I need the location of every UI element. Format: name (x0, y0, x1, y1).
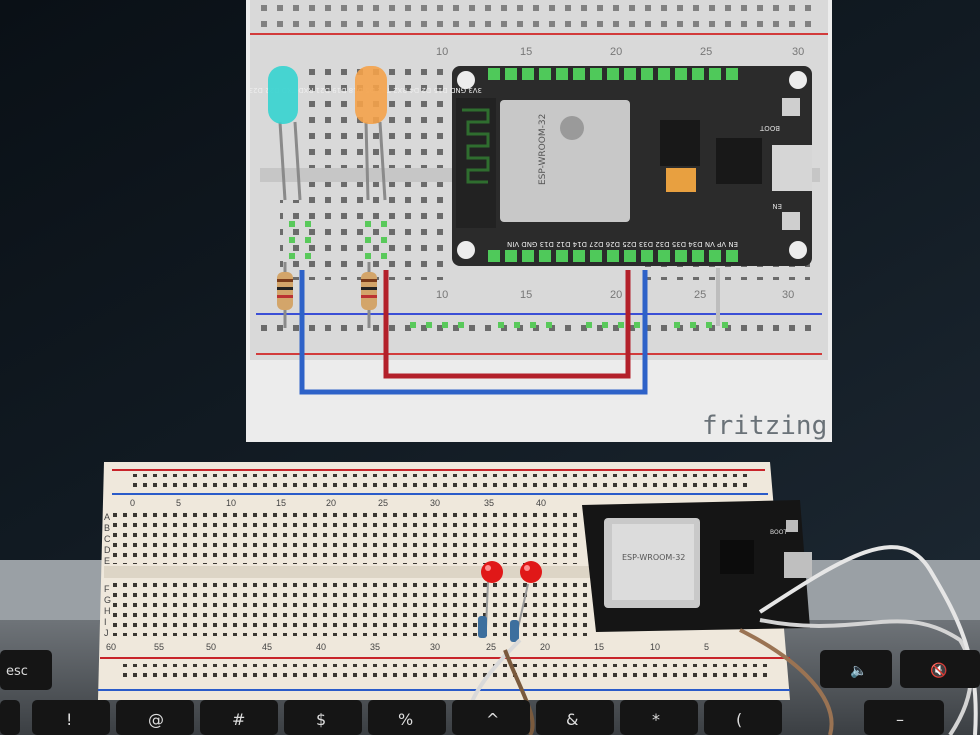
key-8[interactable] (620, 700, 698, 735)
physical-hole-grid-bottom (112, 582, 592, 636)
physical-wire-brown-long (739, 628, 834, 735)
physical-number: 40 (316, 642, 326, 652)
physical-row-letter: F (104, 584, 110, 594)
key-volume-down[interactable] (820, 650, 892, 688)
key-label: – (896, 710, 904, 729)
fritzing-boot-label: BOOT (759, 124, 780, 132)
fritzing-led-blue (268, 66, 302, 201)
physical-resistor-2 (510, 620, 519, 642)
physical-number: 15 (594, 642, 604, 652)
physical-number: 55 (154, 642, 164, 652)
key-esc[interactable] (0, 650, 52, 690)
physical-row-letter: H (104, 606, 111, 616)
key-label: ( (736, 710, 742, 729)
fritzing-en-label: EN (772, 202, 782, 210)
physical-resistor-1 (478, 616, 487, 638)
fritzing-number: 10 (436, 46, 448, 58)
mute-icon: 🔇 (930, 662, 947, 679)
fritzing-number: 15 (520, 46, 532, 58)
fritzing-boot-button (782, 98, 800, 116)
volume-icon: 🔈 (850, 663, 867, 679)
keyboard: esc ! @ # $ % ^ & * ( – 🔈 🔇 (0, 650, 980, 735)
physical-led-2 (517, 561, 542, 629)
physical-number: 10 (226, 498, 236, 508)
physical-number: 5 (176, 498, 181, 508)
physical-wire-white-long (759, 618, 973, 735)
key-label: @ (148, 710, 164, 729)
key-minus[interactable] (864, 700, 944, 735)
fritzing-red-wire (383, 270, 631, 379)
key-label: ^ (486, 710, 499, 729)
fritzing-usb-port (772, 145, 812, 191)
physical-number: 5 (704, 642, 709, 652)
physical-module-label: ESP-WROOM-32 (622, 553, 685, 562)
physical-usb-port (784, 552, 812, 578)
fritzing-number: 10 (436, 289, 448, 301)
physical-number: 30 (430, 498, 440, 508)
physical-number: 10 (650, 642, 660, 652)
physical-number: 35 (370, 642, 380, 652)
key-3[interactable] (200, 700, 278, 735)
key-mute[interactable] (900, 650, 980, 688)
physical-boot-label: BOOT (770, 529, 787, 536)
physical-row-letter: J (104, 628, 109, 638)
physical-esp32-board: ESP-WROOM-32 BOOT (582, 500, 812, 632)
key-5[interactable] (368, 700, 446, 735)
key-1[interactable] (32, 700, 110, 735)
key-label: & (566, 710, 578, 729)
physical-row-letter: G (104, 595, 111, 605)
fritzing-blue-wire (299, 270, 648, 395)
key-label: # (232, 710, 245, 729)
fritzing-bottom-pin-labels: EN VP VN D34 D35 D32 D33 D25 D26 D27 D14… (507, 240, 738, 248)
fritzing-resistor-1 (277, 262, 293, 328)
key-label: ! (66, 710, 72, 729)
physical-number: 35 (484, 498, 494, 508)
fritzing-led-orange (355, 66, 387, 201)
fritzing-number: 15 (520, 289, 532, 301)
key-label: $ (316, 710, 326, 729)
physical-number: 60 (106, 642, 116, 652)
key-6[interactable] (452, 700, 530, 735)
key-7[interactable] (536, 700, 614, 735)
physical-row-letter: A (104, 512, 110, 522)
physical-number: 25 (486, 642, 496, 652)
fritzing-number: 20 (610, 46, 622, 58)
physical-number: 20 (540, 642, 550, 652)
key-2[interactable] (116, 700, 194, 735)
physical-number: 50 (206, 642, 216, 652)
fritzing-number: 30 (782, 289, 794, 301)
fritzing-en-button (782, 212, 800, 230)
physical-row-letter: B (104, 523, 110, 533)
key-label: esc (6, 664, 28, 679)
fritzing-window: ESP-WROOM-32 BOOT EN 3V3 GND D15 D2 D4 R… (246, 0, 832, 442)
key-label: % (398, 710, 413, 729)
physical-number: 20 (326, 498, 336, 508)
key-label: * (652, 710, 660, 729)
physical-row-letter: D (104, 545, 111, 555)
fritzing-number: 30 (792, 46, 804, 58)
physical-number: 15 (276, 498, 286, 508)
fritzing-resistor-2 (361, 262, 377, 328)
physical-hole-grid-top (112, 510, 582, 564)
physical-number: 45 (262, 642, 272, 652)
fritzing-module-label: ESP-WROOM-32 (538, 114, 548, 185)
physical-number: 30 (430, 642, 440, 652)
fritzing-number: 25 (700, 46, 712, 58)
physical-number: 25 (378, 498, 388, 508)
physical-row-letter: I (104, 617, 107, 627)
physical-row-letter: C (104, 534, 111, 544)
fritzing-number: 25 (694, 289, 706, 301)
physical-number: 0 (130, 498, 135, 508)
fritzing-wroom-module (500, 100, 630, 222)
physical-number: 40 (536, 498, 546, 508)
fritzing-number: 20 (610, 289, 622, 301)
key-9[interactable] (704, 700, 782, 735)
key-4[interactable] (284, 700, 362, 735)
physical-row-letter: E (104, 556, 110, 566)
fritzing-logo: fritzing (702, 411, 827, 441)
